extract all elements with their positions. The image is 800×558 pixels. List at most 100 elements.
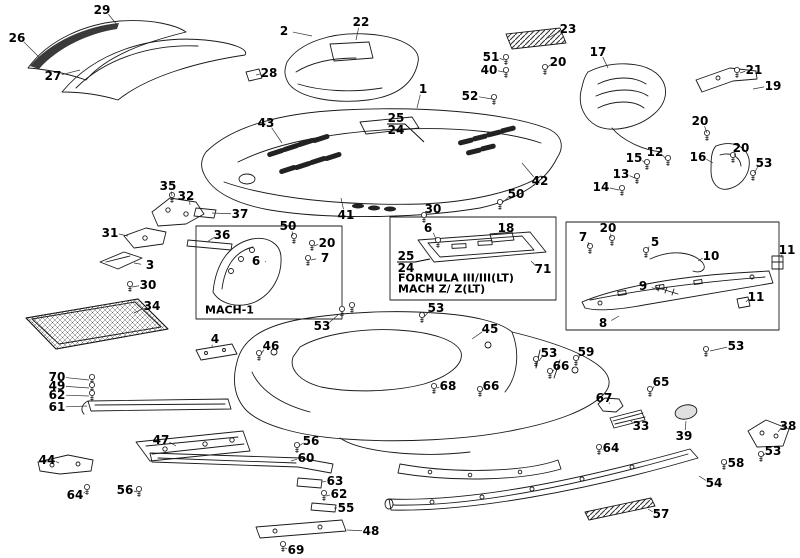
screw-icon (496, 198, 503, 210)
side-vent-panel (579, 63, 666, 153)
part-label-6: 6 (251, 254, 261, 268)
part-label-62: 62 (48, 388, 66, 402)
bumper-assembly (384, 397, 790, 521)
part-label-6: 6 (423, 221, 433, 235)
screw-icon (647, 385, 654, 397)
bottom-pan (234, 311, 610, 480)
part-label-27: 27 (44, 69, 62, 83)
screw-icon (634, 172, 641, 184)
part-label-57: 57 (652, 507, 670, 521)
part-label-45: 45 (481, 322, 499, 336)
part-label-48: 48 (362, 524, 380, 538)
screw-icon (643, 246, 650, 258)
part-label-40: 40 (480, 63, 498, 77)
part-label-61: 61 (48, 400, 66, 414)
screw-icon (84, 483, 91, 495)
part-label-35: 35 (159, 179, 177, 193)
part-label-33: 33 (632, 419, 650, 433)
part-label-19: 19 (764, 79, 782, 93)
part-label-46: 46 (262, 339, 280, 353)
part-label-22: 22 (352, 15, 370, 29)
part-label-53: 53 (755, 156, 773, 170)
part-label-20: 20 (549, 55, 567, 69)
part-label-53: 53 (727, 339, 745, 353)
part-label-11: 11 (778, 243, 796, 257)
part-label-60: 60 (297, 451, 315, 465)
windshield-parts (27, 20, 247, 101)
part-label-5: 5 (650, 235, 660, 249)
part-label-30: 30 (139, 278, 157, 292)
part-label-58: 58 (727, 456, 745, 470)
part-label-24: 24 (387, 123, 405, 137)
screw-icon (734, 67, 741, 78)
part-label-50: 50 (279, 219, 297, 233)
trim-strip-23 (505, 27, 567, 50)
part-label-7: 7 (320, 251, 330, 265)
part-label-50: 50 (507, 187, 525, 201)
part-label-12: 12 (646, 145, 664, 159)
part-label-42: 42 (531, 174, 549, 188)
screw-icon (758, 450, 765, 462)
screw-icon (644, 158, 651, 170)
part-label-26: 26 (8, 31, 26, 45)
hood-top-panel (245, 33, 419, 102)
screw-icon (490, 94, 497, 105)
part-label-25: 25 (387, 111, 405, 125)
part-label-65: 65 (652, 375, 670, 389)
inset-mach1-box (195, 225, 343, 320)
part-label-21: 21 (745, 63, 763, 77)
part-label-68: 68 (439, 379, 457, 393)
part-label-16: 16 (689, 150, 707, 164)
bracket-21-19 (695, 67, 758, 93)
part-label-36: 36 (213, 228, 231, 242)
part-label-59: 59 (577, 345, 595, 359)
screw-icon (609, 234, 616, 246)
screw-icon (308, 239, 315, 251)
part-label-7: 7 (578, 230, 588, 244)
screw-icon (304, 254, 311, 266)
screw-icon (279, 541, 286, 552)
screw-icon (619, 184, 626, 196)
part-label-69: 69 (287, 543, 305, 557)
part-label-24: 24 (397, 261, 415, 275)
part-label-28: 28 (260, 66, 278, 80)
part-label-51: 51 (482, 50, 500, 64)
part-label-14: 14 (592, 180, 610, 194)
screw-icon (542, 64, 549, 75)
lower-left-frame (37, 398, 347, 539)
part-label-62: 62 (330, 487, 348, 501)
part-label-49: 49 (48, 379, 66, 393)
screw-icon (290, 232, 297, 244)
hood-vent-louvers (267, 125, 516, 212)
part-label-10: 10 (702, 249, 720, 263)
part-label-4: 4 (210, 332, 220, 346)
part-label-23: 23 (559, 22, 577, 36)
part-label-47: 47 (152, 433, 170, 447)
screw-icon (434, 236, 441, 248)
part-label-67: 67 (595, 391, 613, 405)
part-label-37: 37 (231, 207, 249, 221)
part-label-9: 9 (638, 279, 648, 293)
plate-4 (195, 343, 238, 361)
part-label-32: 32 (177, 189, 195, 203)
part-label-34: 34 (143, 299, 161, 313)
part-label-20: 20 (732, 141, 750, 155)
part-label-66: 66 (552, 359, 570, 373)
part-label-70: 70 (48, 370, 66, 384)
screw-icon (587, 242, 594, 254)
part-label-20: 20 (599, 221, 617, 235)
part-label-38: 38 (779, 419, 797, 433)
screw-icon (418, 311, 425, 323)
inset-formula-box (389, 216, 557, 301)
screw-icon (547, 367, 554, 379)
part-label-71: 71 (534, 262, 552, 276)
screw-icon (476, 385, 483, 397)
model-name-label: FORMULA III/III(LT) (398, 271, 514, 285)
part-label-15: 15 (625, 151, 643, 165)
screw-icon (721, 458, 728, 470)
part-label-31: 31 (101, 226, 119, 240)
part-label-25: 25 (397, 249, 415, 263)
part-label-11: 11 (747, 290, 765, 304)
screw-icon (502, 54, 509, 65)
